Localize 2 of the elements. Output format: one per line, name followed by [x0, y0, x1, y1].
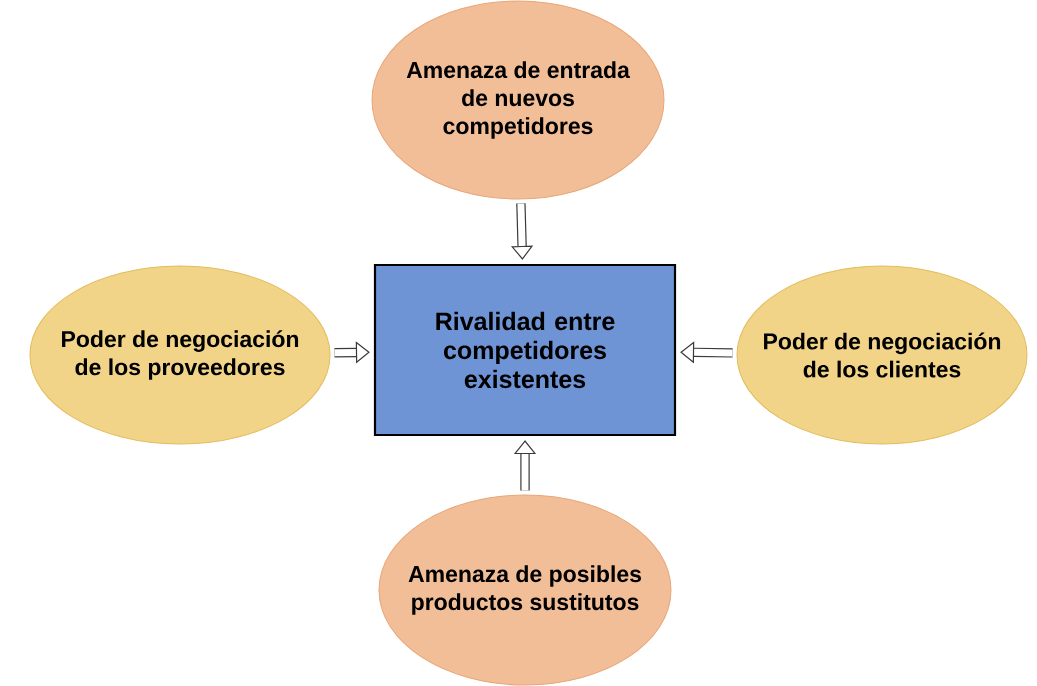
arrow — [680, 341, 733, 364]
center-box: Rivalidad entre competidores existentes — [373, 263, 677, 437]
